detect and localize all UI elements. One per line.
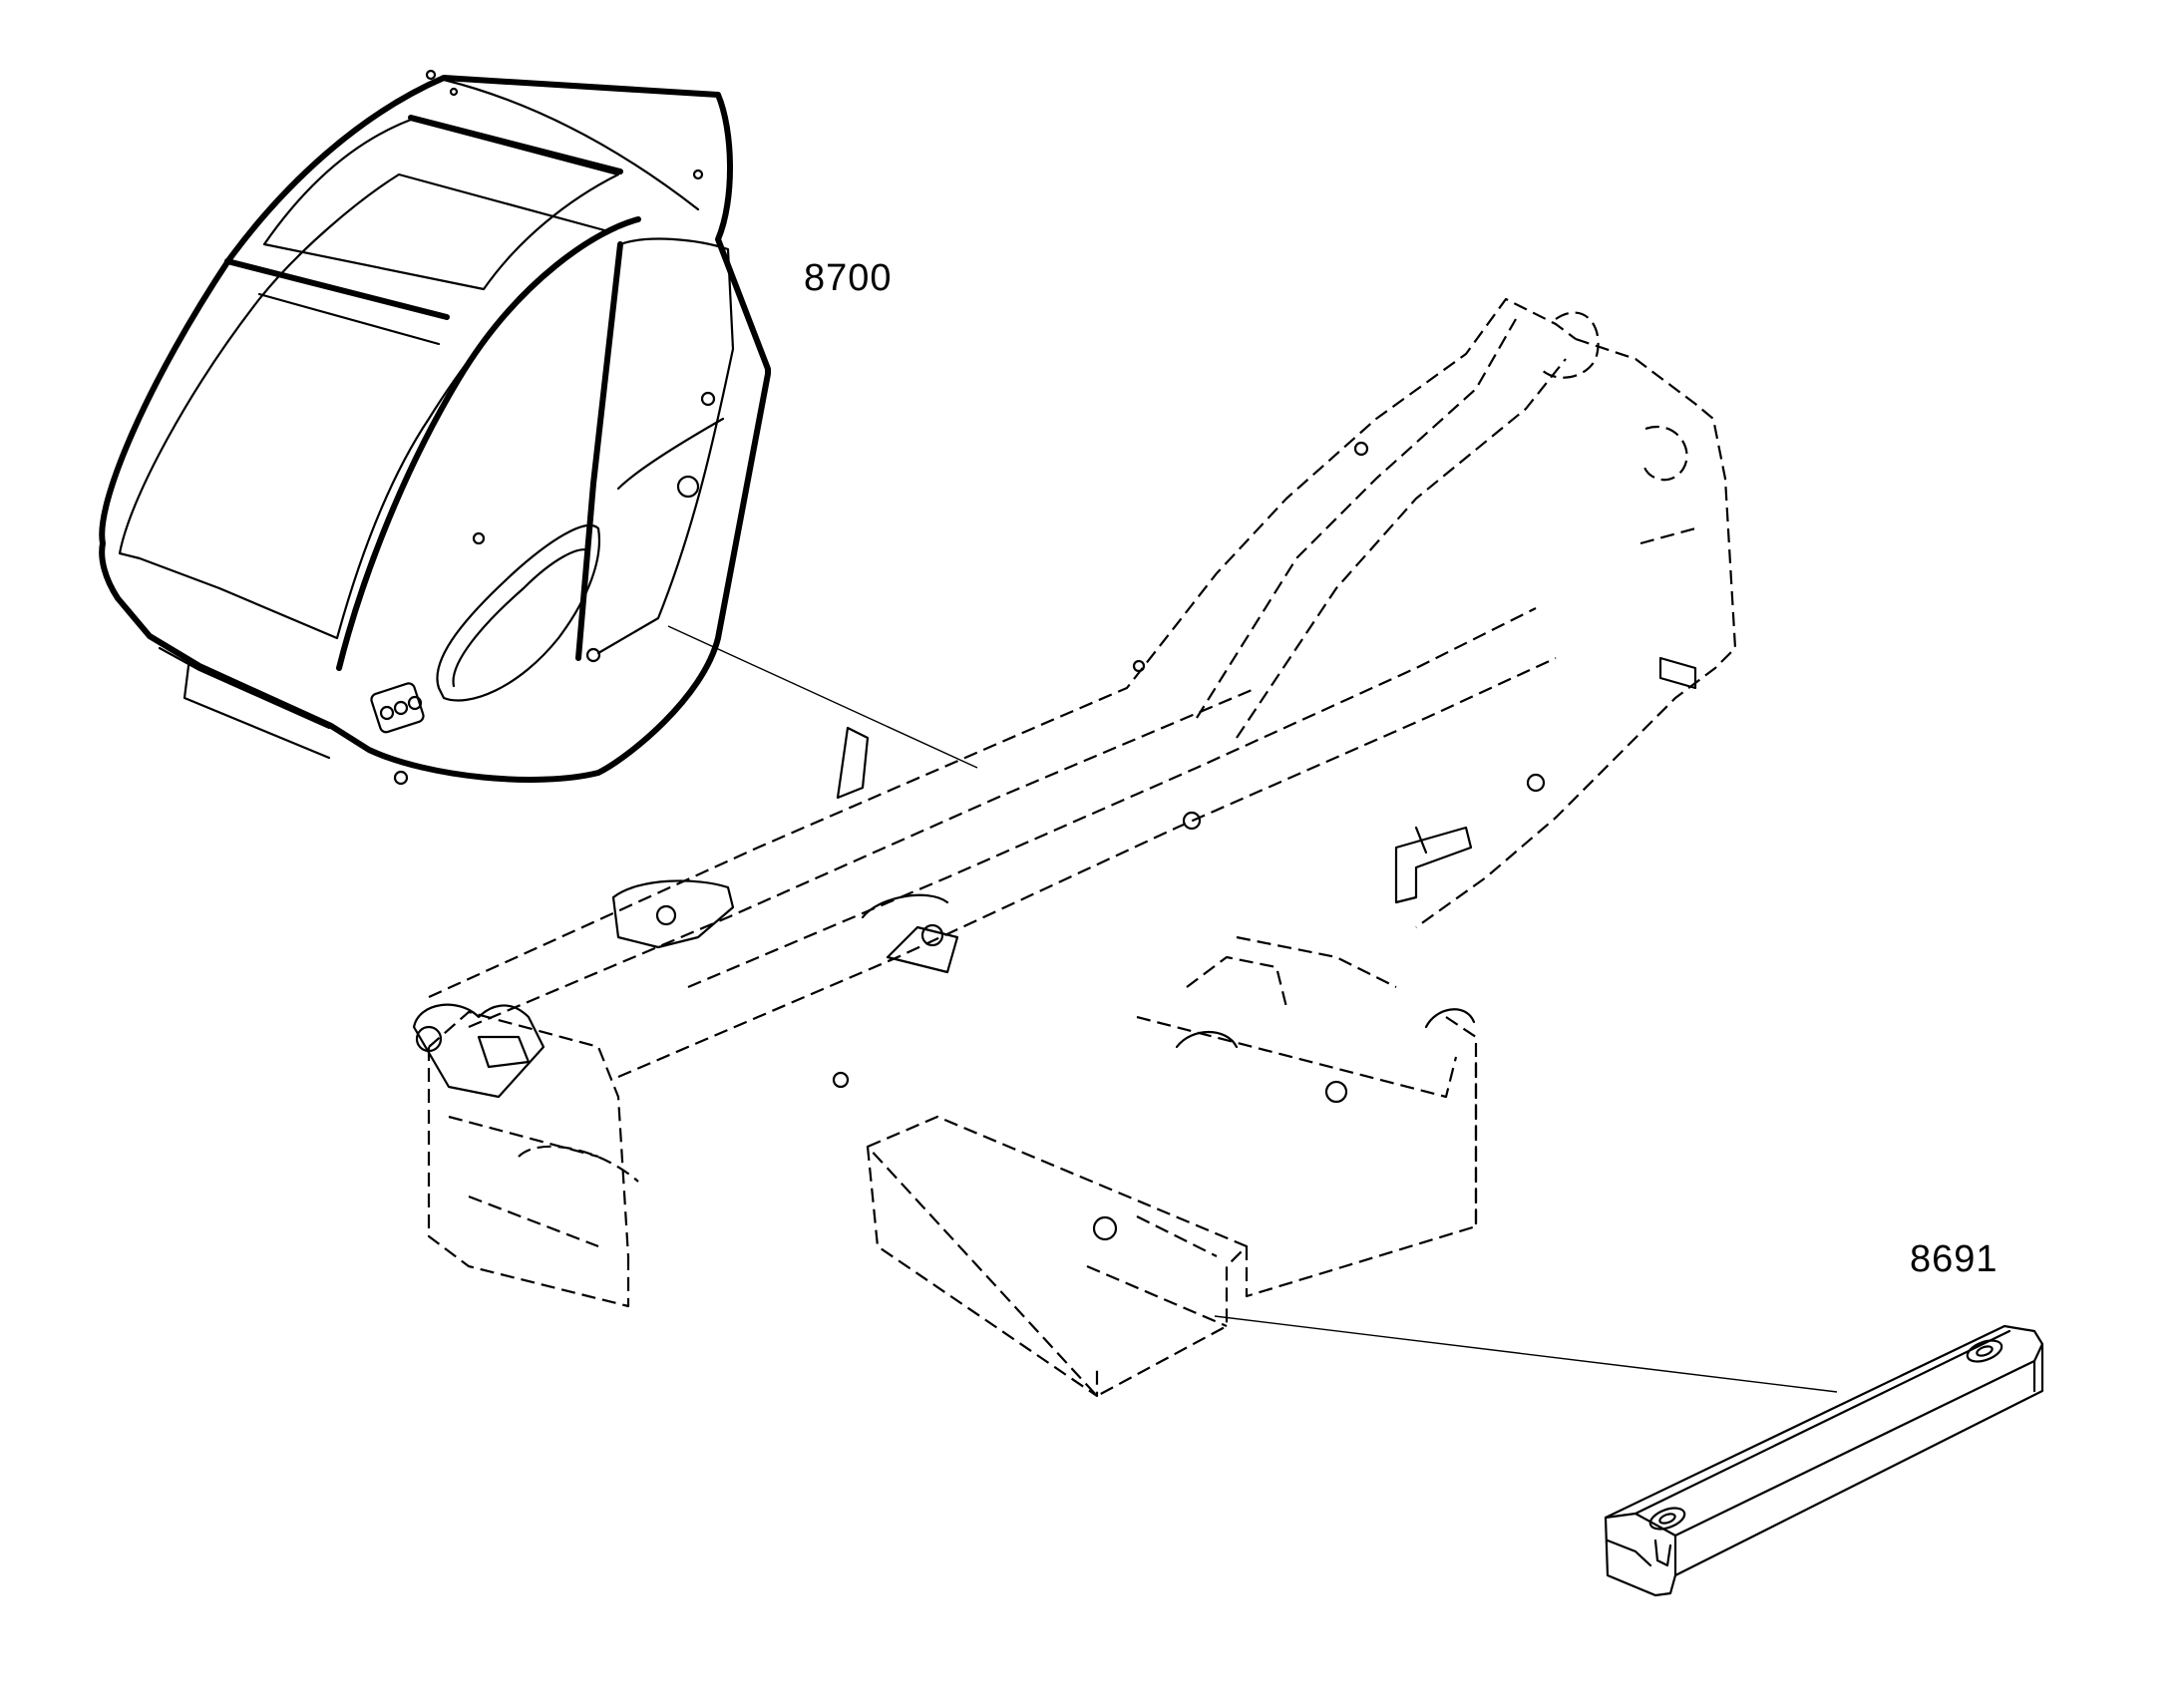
callout-cab-part-number: 8700 <box>804 257 893 299</box>
cab-leader-line <box>667 625 978 769</box>
operator-cab <box>99 69 771 786</box>
chassis-frame <box>412 297 1737 1398</box>
beam-leader-line <box>1214 1315 1838 1393</box>
callout-beam-part-number: 8691 <box>1910 1238 1998 1280</box>
cross-beam <box>1604 1324 2044 1597</box>
